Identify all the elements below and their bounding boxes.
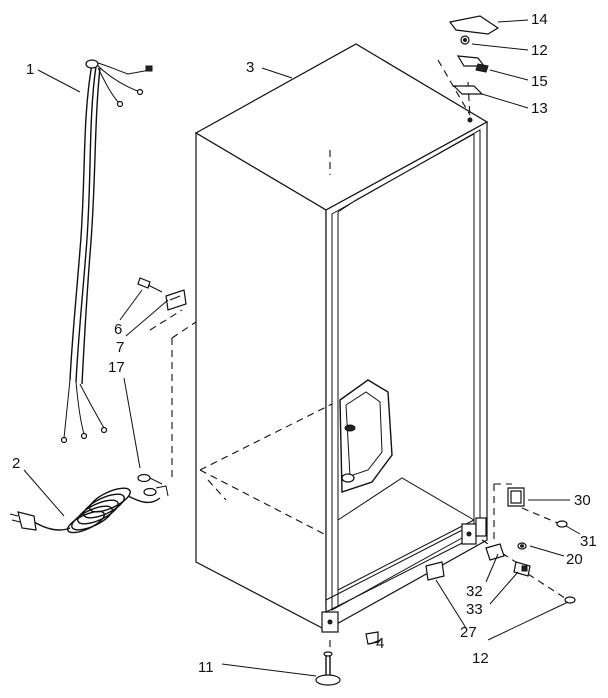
- callout-labels: 1 2 3 4 6 7 11 12 12 13 14 15 17 20 27 3…: [12, 11, 597, 676]
- callout-4: 4: [376, 635, 384, 652]
- power-cord: [9, 477, 163, 534]
- cabinet-body: [194, 43, 489, 633]
- callout-31: 31: [580, 533, 597, 550]
- callout-3: 3: [246, 59, 254, 76]
- callout-27: 27: [460, 624, 477, 641]
- callout-33: 33: [466, 601, 483, 618]
- callout-30: 30: [574, 492, 591, 509]
- leader-lines: [23, 19, 581, 677]
- callout-20: 20: [566, 551, 583, 568]
- callout-15: 15: [531, 73, 548, 90]
- callout-12-bottom: 12: [472, 650, 489, 667]
- callout-17: 17: [108, 359, 125, 376]
- callout-6: 6: [114, 321, 122, 338]
- lower-hinge-parts: [425, 487, 576, 604]
- cord-clips: [137, 473, 169, 497]
- callout-11: 11: [198, 659, 214, 676]
- callout-2: 2: [12, 455, 20, 472]
- wire-harness: [60, 59, 153, 444]
- leveling-leg: [315, 631, 379, 686]
- top-hinge-parts: [448, 15, 500, 95]
- callout-32: 32: [466, 583, 483, 600]
- callout-1: 1: [26, 61, 34, 78]
- bracket-and-screw: [137, 277, 187, 311]
- callout-13: 13: [531, 100, 548, 117]
- callout-7: 7: [116, 339, 124, 356]
- callout-14: 14: [531, 11, 548, 28]
- callout-12-top: 12: [531, 42, 548, 59]
- hidden-lines: [149, 59, 569, 660]
